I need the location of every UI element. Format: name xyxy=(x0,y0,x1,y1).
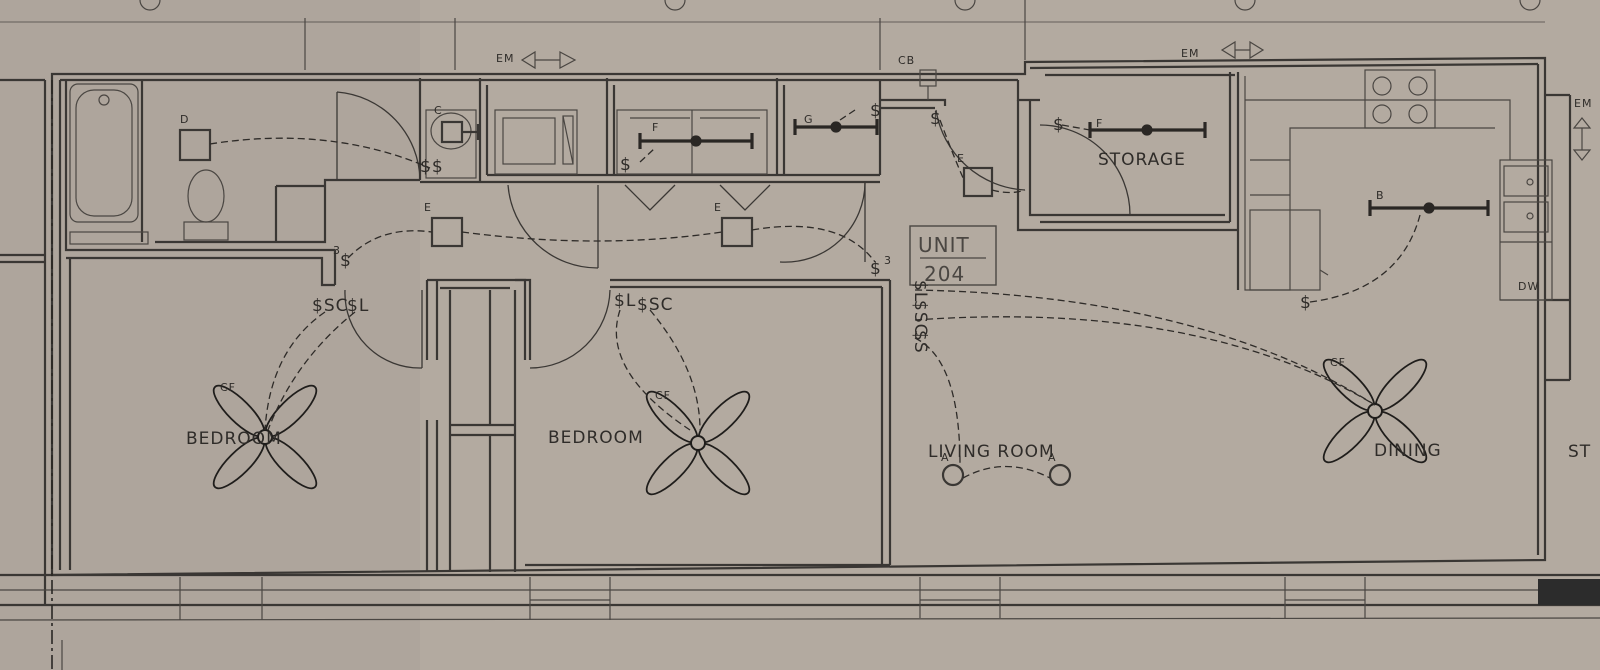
unit-number: 204 xyxy=(924,262,965,286)
room-label-bedroom-2: BEDROOM xyxy=(548,428,644,448)
interior-walls xyxy=(64,72,1240,572)
washer-dryer xyxy=(494,109,578,175)
switch-bedroom-2-sc: $SC xyxy=(637,295,673,315)
fixture-d xyxy=(178,128,212,162)
cb-box xyxy=(919,69,937,100)
tag-cf-3: CF xyxy=(1330,356,1346,369)
tag-cf-1: CF xyxy=(220,381,236,394)
switch-bedroom-1-l: $L xyxy=(347,296,369,316)
fixture-e-3 xyxy=(962,166,994,198)
grid-markers xyxy=(0,0,1545,70)
em-light-3 xyxy=(1572,117,1592,161)
balcony-band xyxy=(0,577,1600,621)
kitchen-counters xyxy=(1244,69,1553,301)
room-label-storage: STORAGE xyxy=(1098,150,1186,170)
fixture-e-2 xyxy=(720,216,754,248)
tag-d: D xyxy=(180,113,189,126)
switch-3way-left-sub: 3 xyxy=(333,244,341,257)
fixture-f-1 xyxy=(638,133,754,149)
fixture-f-2 xyxy=(1088,122,1207,138)
tag-em-3: EM xyxy=(1574,97,1592,110)
tag-a-2: A xyxy=(1048,451,1057,464)
tag-f-2: F xyxy=(1096,117,1103,130)
fixture-a-1 xyxy=(941,463,965,487)
em-light-1 xyxy=(520,50,577,70)
tag-em-2: EM xyxy=(1181,47,1199,60)
switch-kitchen: $ xyxy=(1300,293,1312,313)
bathtub xyxy=(69,83,149,245)
tag-cf-2: CF xyxy=(655,389,671,402)
switch-closet-g: $ xyxy=(870,101,882,121)
toilet xyxy=(183,169,229,241)
switch-hall-right: $ xyxy=(930,109,942,129)
switch-3way-right: $ xyxy=(870,259,882,279)
fixture-g xyxy=(793,119,879,135)
switch-living-sc: $SC xyxy=(910,300,930,336)
tag-a-1: A xyxy=(941,451,950,464)
tag-cb: CB xyxy=(898,54,915,67)
tag-dw: DW xyxy=(1518,280,1539,293)
tag-g: G xyxy=(804,113,814,126)
ceiling-fan-1 xyxy=(212,384,318,490)
fixture-b xyxy=(1368,200,1490,216)
fixture-a-2 xyxy=(1048,463,1072,487)
switch-3way-left: $ xyxy=(340,251,352,271)
unit-tag xyxy=(909,225,997,286)
switch-storage: $ xyxy=(1053,115,1065,135)
tag-e-1: E xyxy=(424,201,432,214)
switch-bedroom-1-sc: $SC xyxy=(312,296,348,316)
tag-em-1: EM xyxy=(496,52,514,65)
switch-3way-right-sub: 3 xyxy=(884,254,892,267)
switch-bath: $$ xyxy=(420,157,444,177)
room-label-edge: ST xyxy=(1568,442,1591,462)
em-light-2 xyxy=(1220,40,1265,60)
room-label-dining: DINING xyxy=(1374,441,1442,461)
room-label-living-room: LIVING ROOM xyxy=(928,442,1055,462)
switch-laundry: $ xyxy=(620,155,632,175)
switch-living-l: $L xyxy=(910,280,930,302)
tag-e-3: E xyxy=(957,152,965,165)
switch-living-stack: $L $SC $S xyxy=(910,280,930,354)
tag-f-1: F xyxy=(652,121,659,134)
switch-living-s: $S xyxy=(910,330,930,354)
tag-b: B xyxy=(1376,189,1385,202)
switch-bedroom-2-l: $L xyxy=(614,291,636,311)
balcony-dark-block xyxy=(1538,579,1600,605)
tag-c: C xyxy=(434,104,443,117)
room-label-bedroom-1: BEDROOM xyxy=(186,429,282,449)
ceiling-fan-3 xyxy=(1322,358,1428,464)
unit-label: UNIT xyxy=(918,233,970,257)
switch-wiring xyxy=(209,109,1421,479)
ceiling-fan-2 xyxy=(645,390,751,496)
tag-e-2: E xyxy=(714,201,722,214)
